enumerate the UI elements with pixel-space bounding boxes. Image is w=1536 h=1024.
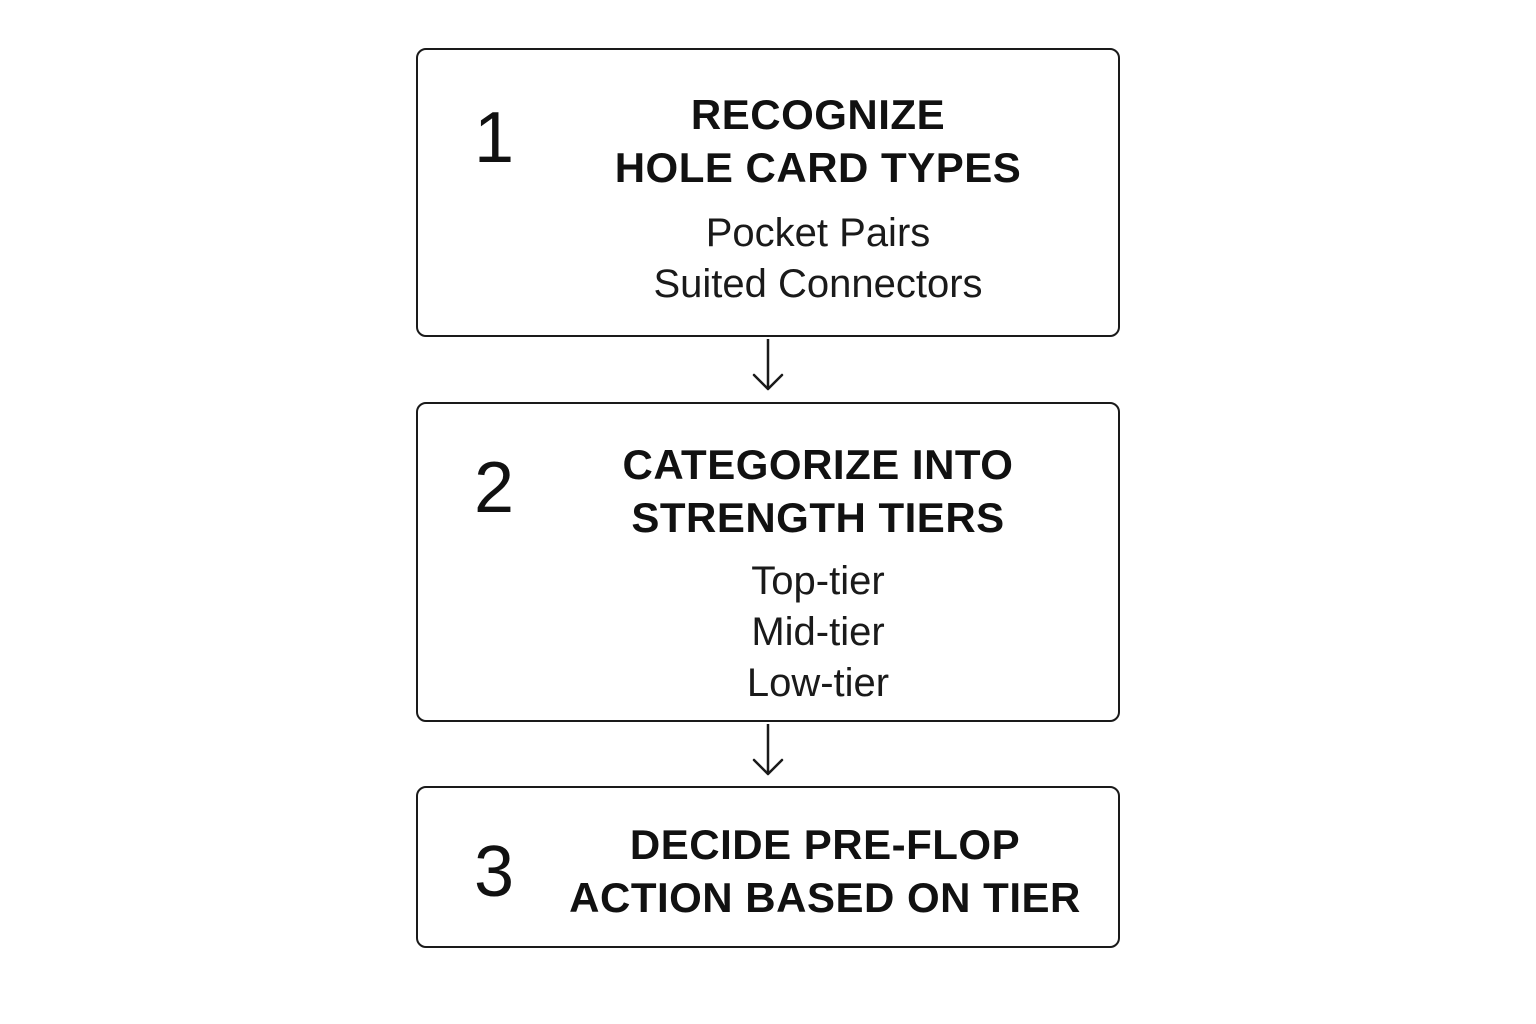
step-number: 3	[474, 832, 515, 912]
step-items: Pocket Pairs Suited Connectors	[538, 208, 1098, 310]
step-item: Mid-tier	[751, 610, 885, 654]
step-title-line: STRENGTH TIERS	[631, 494, 1005, 541]
step-item: Pocket Pairs	[705, 211, 931, 255]
step-title-line: ACTION BASED ON TIER	[569, 874, 1081, 921]
step-title-line: RECOGNIZE	[690, 91, 946, 138]
step-number: 2	[474, 448, 515, 528]
step-title: RECOGNIZE HOLE CARD TYPES	[538, 88, 1098, 194]
step-content: RECOGNIZE HOLE CARD TYPES Pocket Pairs S…	[538, 88, 1098, 310]
step-title-line: DECIDE PRE-FLOP	[629, 821, 1021, 868]
step-box-3: 3 DECIDE PRE-FLOP ACTION BASED ON TIER	[416, 786, 1120, 948]
step-item: Top-tier	[751, 559, 885, 603]
step-number: 1	[474, 98, 515, 178]
arrow-down-icon-svg	[752, 724, 784, 776]
arrow-down-icon	[752, 339, 784, 393]
step-title: CATEGORIZE INTO STRENGTH TIERS	[538, 438, 1098, 544]
step-item: Suited Connectors	[653, 262, 983, 306]
step-box-2: 2 CATEGORIZE INTO STRENGTH TIERS Top-tie…	[416, 402, 1120, 722]
step-content: CATEGORIZE INTO STRENGTH TIERS Top-tier …	[538, 438, 1098, 709]
step-title-line: HOLE CARD TYPES	[614, 144, 1022, 191]
step-box-1: 1 RECOGNIZE HOLE CARD TYPES Pocket Pairs…	[416, 48, 1120, 337]
step-item: Low-tier	[746, 661, 890, 705]
step-title: DECIDE PRE-FLOP ACTION BASED ON TIER	[552, 818, 1098, 924]
step-items: Top-tier Mid-tier Low-tier	[538, 556, 1098, 709]
arrow-down-icon	[752, 724, 784, 778]
step-title-line: CATEGORIZE INTO	[622, 441, 1014, 488]
arrow-down-icon-svg	[752, 339, 784, 391]
step-content: DECIDE PRE-FLOP ACTION BASED ON TIER	[552, 818, 1098, 924]
